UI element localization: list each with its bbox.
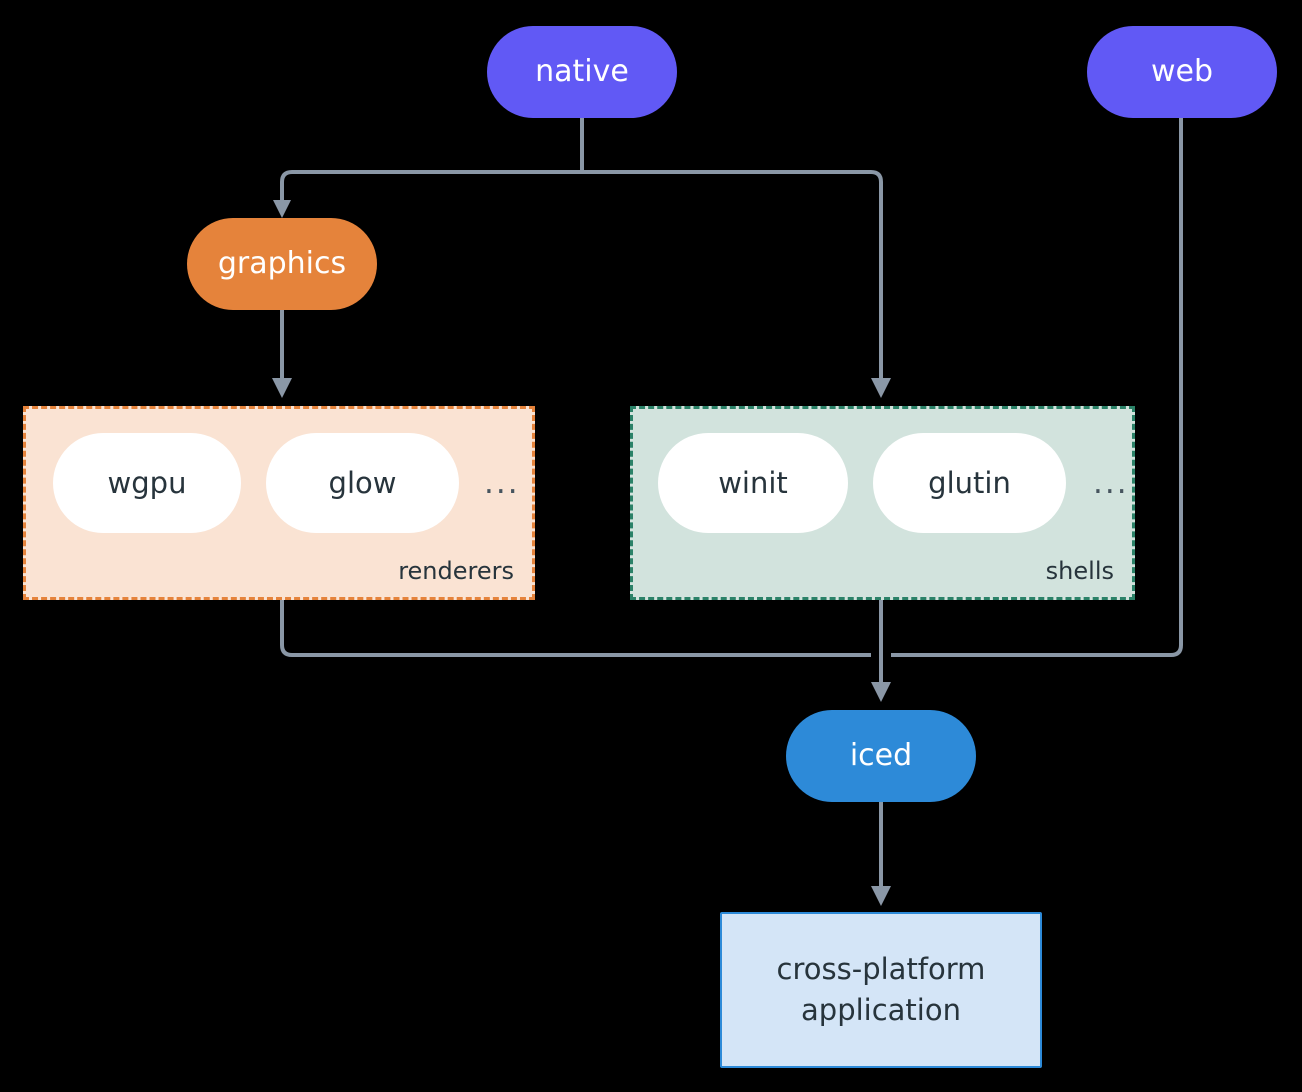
node-web-label: web [1150,53,1214,89]
arrowhead-renderers [272,378,292,398]
node-native-label: native [535,53,629,89]
leaf-wgpu-label: wgpu [107,466,187,500]
group-shells: winit glutin ... shells [630,406,1135,600]
leaf-glow[interactable]: glow [266,433,459,533]
group-shells-label: shells [1045,557,1114,585]
arrowhead-shells [871,378,891,398]
edge-bus-shells [582,170,883,380]
leaf-glutin-label: glutin [928,466,1011,500]
leaf-glutin[interactable]: glutin [873,433,1066,533]
node-graphics[interactable]: graphics [187,218,377,310]
edge-bus-graphics [280,170,582,206]
node-iced[interactable]: iced [786,710,976,802]
node-native[interactable]: native [487,26,677,118]
application-label-line2: application [801,993,961,1027]
edge-renderers-bus [280,600,871,657]
arrowhead-iced [871,682,891,702]
node-iced-label: iced [849,737,913,773]
leaf-wgpu[interactable]: wgpu [53,433,241,533]
node-graphics-label: graphics [217,245,347,281]
group-renderers: wgpu glow ... renderers [23,406,535,600]
shells-overflow-ellipsis: ... [1093,465,1129,501]
node-web[interactable]: web [1087,26,1277,118]
group-renderers-label: renderers [398,557,514,585]
arrowhead-application [871,886,891,906]
leaf-glow-label: glow [328,466,397,500]
node-cross-platform-application[interactable]: cross-platform application [720,912,1042,1068]
renderers-overflow-ellipsis: ... [484,465,520,501]
leaf-winit-label: winit [718,466,788,500]
leaf-winit[interactable]: winit [658,433,848,533]
application-label-line1: cross-platform [776,951,986,986]
arrowhead-graphics [273,200,291,218]
